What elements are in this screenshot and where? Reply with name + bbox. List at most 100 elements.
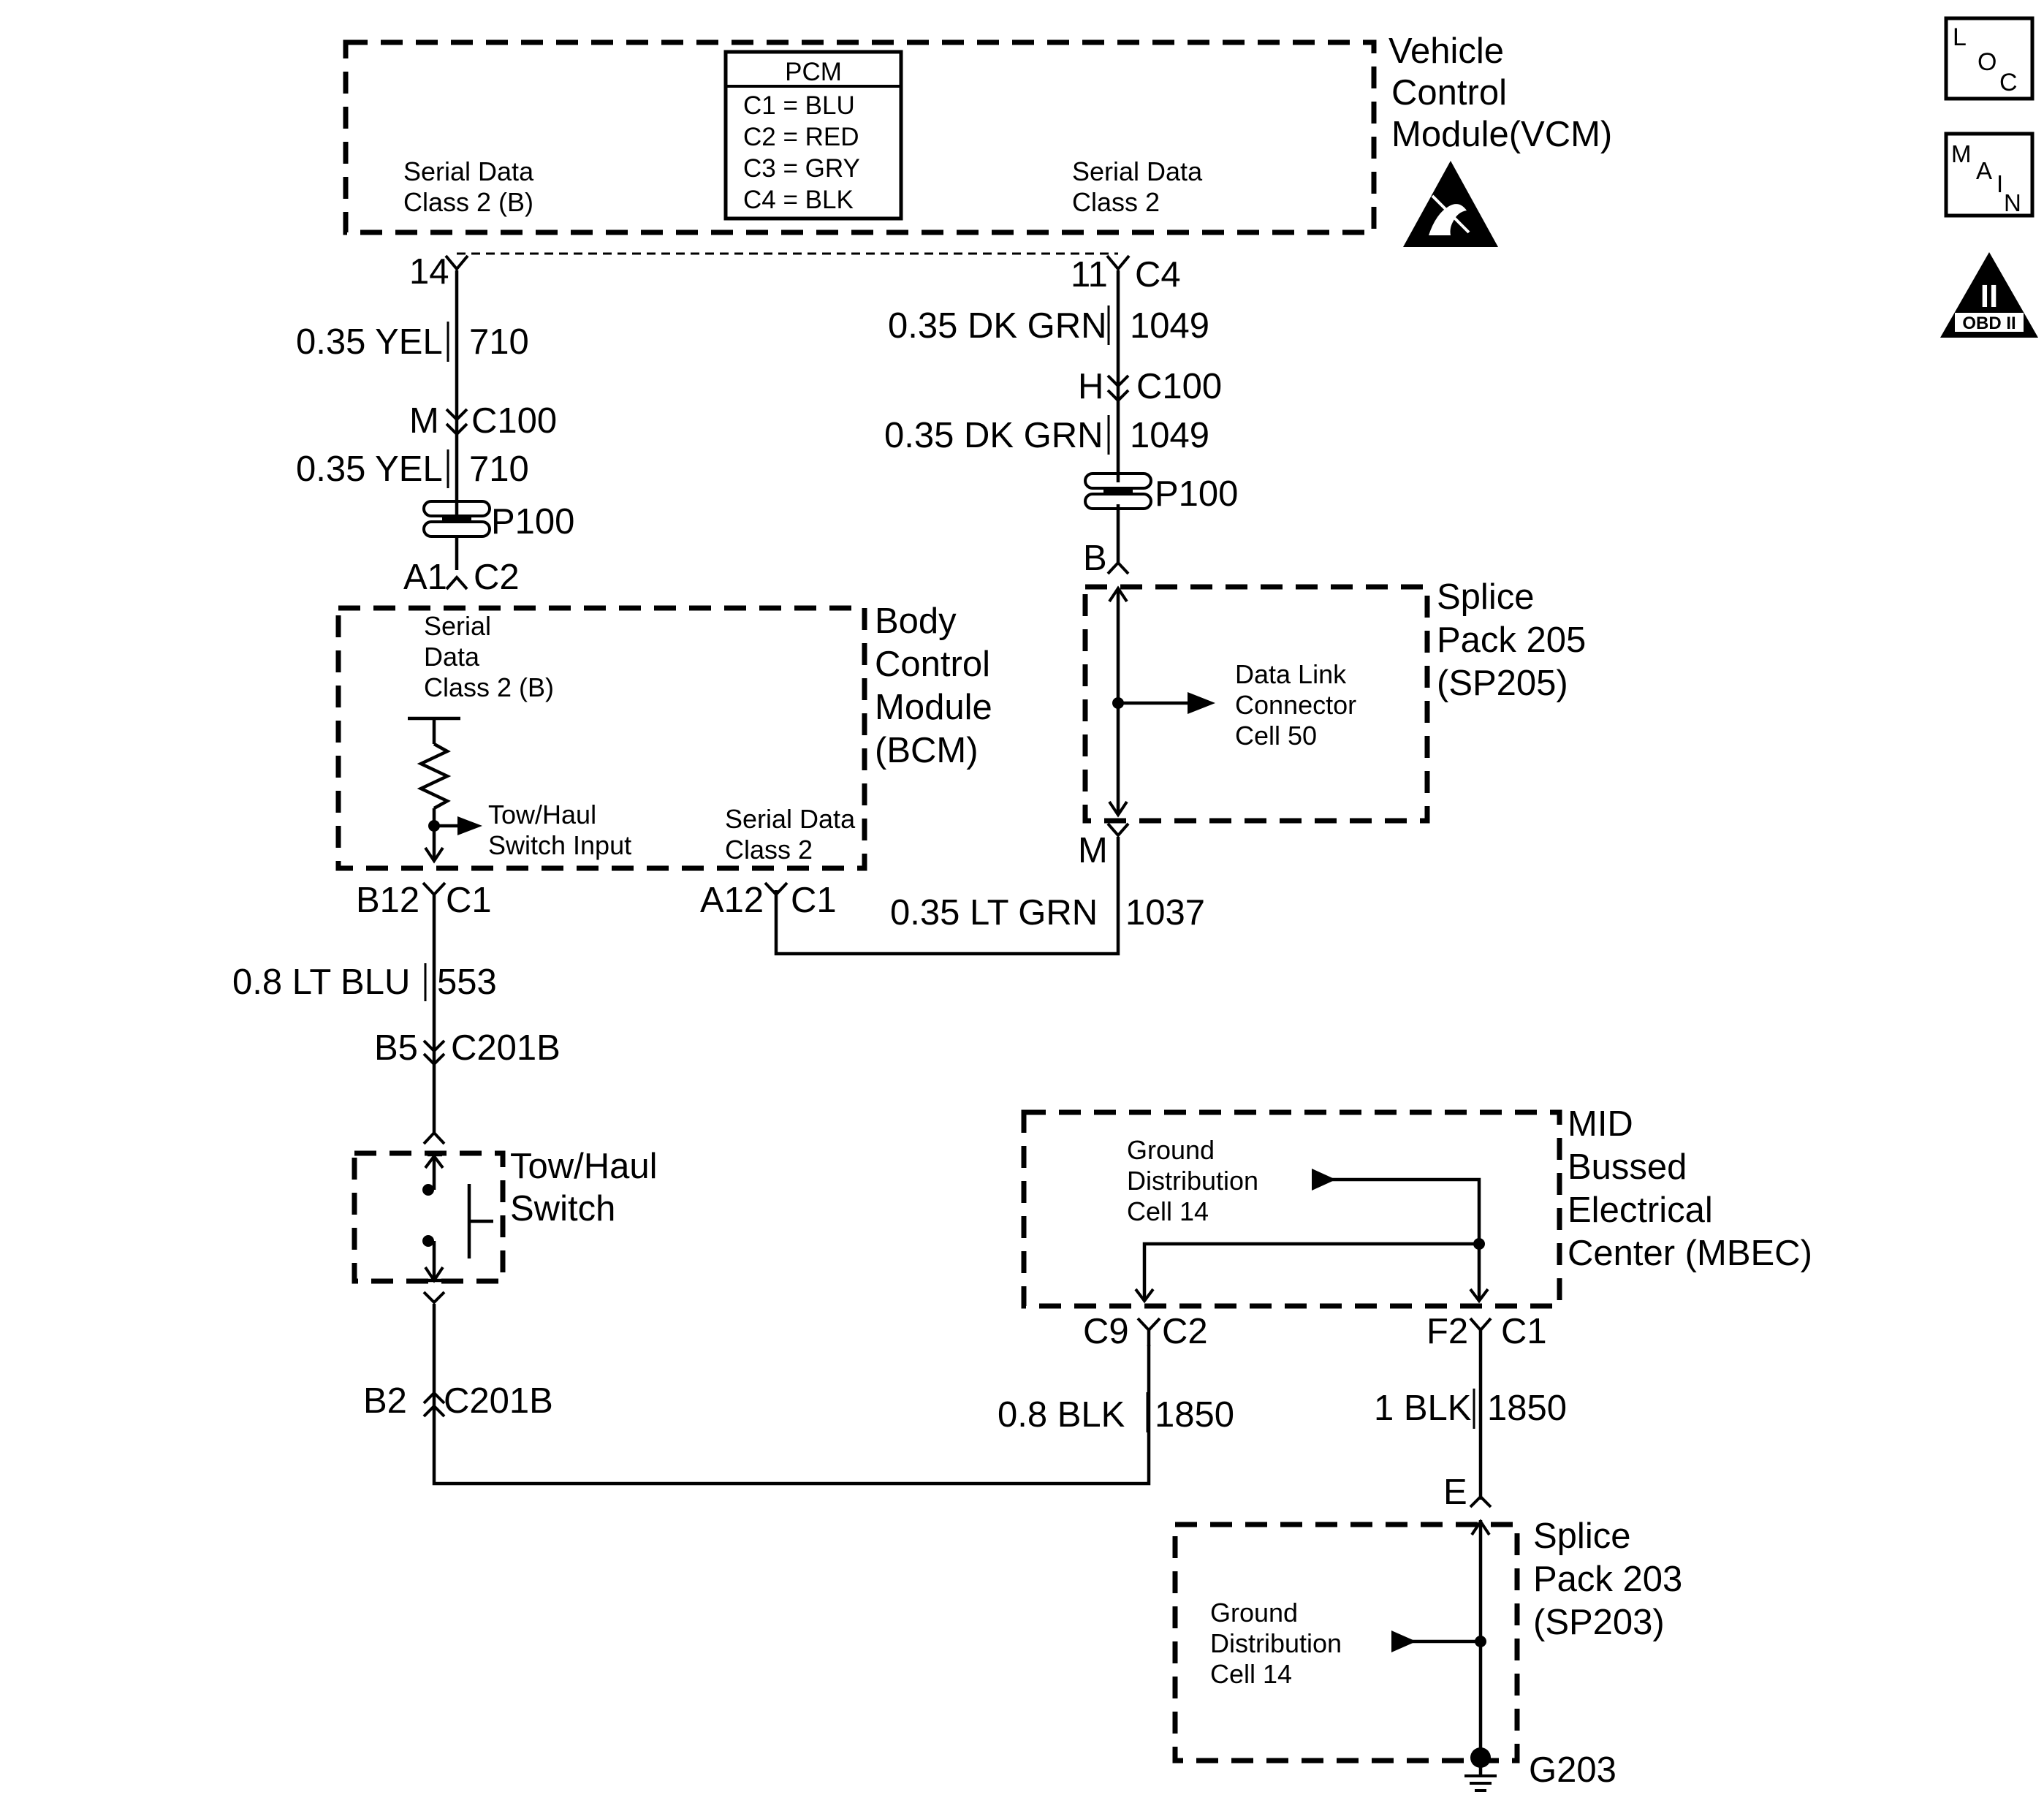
sp203: Splice Pack 203 (SP203) Ground Distribut… — [1172, 1516, 1682, 1763]
bcm-name-2: Control — [875, 645, 990, 684]
sp203-pin-e: E — [1443, 1473, 1467, 1512]
bcm-box — [335, 605, 867, 871]
loc-letter: L — [1953, 23, 1967, 51]
c100-label: C100 — [471, 401, 557, 441]
sp205-name-1: Splice — [1437, 577, 1534, 617]
bcm-serial-b-1: Serial — [424, 611, 491, 641]
main-letter: M — [1951, 140, 1972, 167]
sp205-ref-2: Connector — [1235, 690, 1356, 720]
vcm-pin-14: 14 — [409, 252, 449, 292]
mbec-ref-3: Cell 14 — [1127, 1196, 1209, 1226]
vcm-serial-1: Serial Data — [1072, 156, 1203, 186]
bcm-conn-c1: C1 — [446, 881, 492, 920]
obd-numeral: II — [1980, 278, 1998, 314]
vcm-serial-b-1: Serial Data — [403, 156, 534, 186]
sp203-name-2: Pack 203 — [1533, 1560, 1682, 1599]
mbec-pin-c9: C9 — [1083, 1312, 1129, 1351]
bcm-name-1: Body — [875, 601, 957, 641]
ground-g203: G203 — [1464, 1747, 1616, 1792]
bcm-tow-1: Tow/Haul — [488, 800, 596, 829]
wire-label: 0.35 LT GRN — [890, 893, 1098, 933]
p100-passthrough — [422, 500, 491, 538]
bcm-serial-b-2: Data — [424, 642, 480, 672]
mbec-ref-1: Ground — [1127, 1135, 1215, 1165]
wire-label: 1 BLK — [1374, 1389, 1472, 1428]
c201b-pin-b2: B2 — [363, 1381, 407, 1421]
pcm-row: C1 = BLU — [743, 91, 855, 120]
wire-label: 0.35 DK GRN — [888, 306, 1107, 346]
sp205-ref-3: Cell 50 — [1235, 721, 1317, 751]
c201b-label: C201B — [444, 1381, 553, 1421]
bcm-conn-c1: C1 — [791, 881, 837, 920]
bcm-serial-2: Class 2 — [725, 835, 813, 865]
right-ground-circuit: 1 BLK 1850 E — [1374, 1330, 1567, 1512]
wire-label: 0.35 YEL — [296, 322, 443, 362]
resistor-icon — [417, 743, 452, 810]
mbec-conn-c1: C1 — [1501, 1312, 1547, 1351]
sp205: Splice Pack 205 (SP205) Data Link Connec… — [1082, 577, 1586, 824]
main-letter: N — [2004, 189, 2021, 216]
arrow-right-icon — [457, 816, 482, 835]
sp203-box — [1172, 1522, 1520, 1763]
p100-label: P100 — [491, 502, 574, 542]
vcm-conn-c4: C4 — [1135, 255, 1181, 295]
main-letter: A — [1976, 157, 1992, 184]
pcm-table: PCM C1 = BLU C2 = RED C3 = GRY C4 = BLK — [723, 50, 903, 221]
bcm-module: Body Control Module (BCM) Serial Data Cl… — [335, 601, 992, 920]
circuit-number: 1049 — [1130, 416, 1209, 455]
arrow-right-icon — [1188, 692, 1215, 714]
mbec-name-1: MID — [1568, 1104, 1633, 1144]
wire-label: 0.35 DK GRN — [884, 416, 1103, 455]
vcm-pin-11: 11 — [1071, 255, 1108, 295]
wire-label: 0.35 YEL — [296, 449, 443, 489]
mbec-ref-2: Distribution — [1127, 1166, 1258, 1196]
sp203-ref-2: Distribution — [1210, 1628, 1342, 1658]
circuit-number: 553 — [437, 963, 497, 1002]
vcm-name-3: Module(VCM) — [1391, 115, 1612, 154]
tow-circuit: 0.8 LT BLU 553 B5 C201B — [232, 895, 561, 1145]
loc-letter: C — [1999, 69, 2018, 96]
obd-ii-badge: II OBD II — [1940, 252, 2038, 338]
bcm-pin-b12: B12 — [356, 881, 419, 920]
wire-label: 0.8 LT BLU — [232, 963, 410, 1002]
lower-left-circuit: B2 C201B 0.8 BLK 1850 — [363, 1291, 1234, 1486]
p100-passthrough — [1084, 472, 1152, 510]
vcm-serial-b-2: Class 2 (B) — [403, 187, 533, 217]
bcm-pin-a12: A12 — [700, 881, 764, 920]
mbec-name-3: Electrical — [1568, 1191, 1713, 1230]
pcm-title: PCM — [785, 58, 842, 86]
bcm-pin-a1: A1 — [403, 558, 447, 597]
sp205-box — [1082, 584, 1430, 824]
vcm-name-1: Vehicle — [1388, 31, 1504, 71]
circuit-number: 1049 — [1130, 306, 1209, 346]
loc-letter: O — [1977, 48, 1996, 76]
sp205-name-3: (SP205) — [1437, 664, 1568, 703]
ground-label: G203 — [1529, 1750, 1616, 1790]
c100-pin: H — [1078, 367, 1103, 406]
c201b-label: C201B — [451, 1028, 561, 1068]
switch-name-2: Switch — [510, 1189, 615, 1229]
bcm-name-4: (BCM) — [875, 731, 979, 770]
obd-text: OBD II — [1962, 314, 2015, 333]
vcm-serial-2: Class 2 — [1072, 187, 1160, 217]
main-badge: M A I N — [1944, 132, 2034, 218]
switch-name-1: Tow/Haul — [510, 1147, 658, 1186]
vcm-name-2: Control — [1391, 73, 1507, 113]
esd-warning-icon — [1403, 161, 1498, 247]
main-letter: I — [1996, 170, 2003, 197]
circuit-number: 1850 — [1487, 1389, 1567, 1428]
pcm-row: C3 = GRY — [743, 154, 860, 183]
sp203-name-3: (SP203) — [1533, 1603, 1665, 1642]
sp205-ref-1: Data Link — [1235, 659, 1347, 689]
mbec-box — [1021, 1109, 1562, 1309]
mbec-module: MID Bussed Electrical Center (MBEC) Grou… — [1021, 1104, 1812, 1351]
c100-label: C100 — [1136, 367, 1222, 406]
arrow-right-icon — [1391, 1630, 1416, 1652]
circuit-number: 1037 — [1125, 893, 1205, 933]
bcm-serial-b-3: Class 2 (B) — [424, 672, 554, 702]
mbec-pin-f2: F2 — [1426, 1312, 1468, 1351]
sp203-name-1: Splice — [1533, 1516, 1630, 1556]
vcm-module: Vehicle Control Module(VCM) Serial Data … — [343, 31, 1612, 255]
sp205-pin-m: M — [1078, 831, 1108, 870]
